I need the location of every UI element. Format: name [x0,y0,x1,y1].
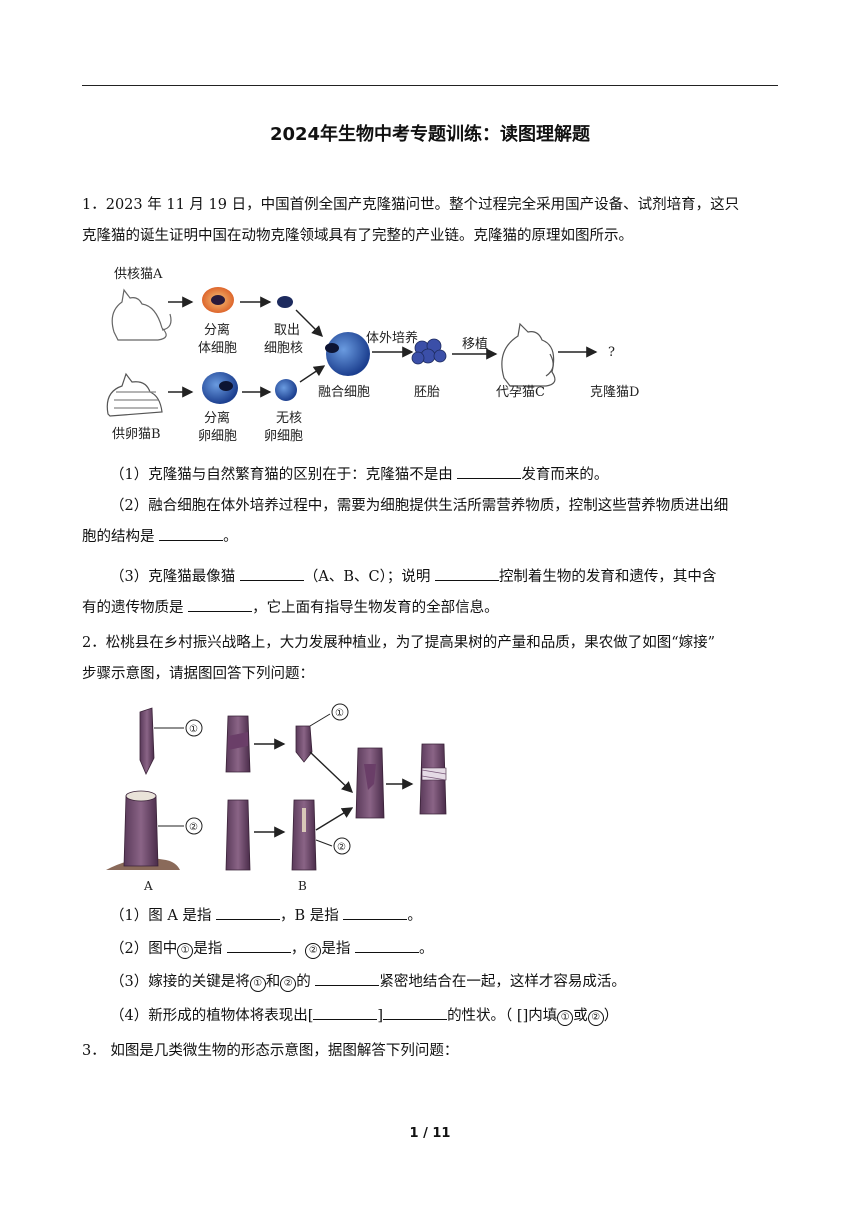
page-number: 1 / 11 [409,1126,451,1141]
answer-blank[interactable] [457,464,522,479]
label-graft-b: B [298,879,307,893]
label-sep-body-1: 分离 [204,322,230,338]
q2-stem-line1: 2．松桃县在乡村振兴战略上，大力发展种植业，为了提高果树的产量和品质，果农做了如… [82,635,716,651]
q1-sub2-line1: （2）融合细胞在体外培养过程中，需要为细胞提供生活所需营养物质，控制这些营养物质… [110,498,729,514]
grafting-diagram: ① ② A ① ② B [106,703,447,893]
svg-text:①: ① [335,708,344,719]
svg-text:①: ① [189,724,198,735]
label-sep-egg-1: 分离 [204,410,230,426]
answer-blank[interactable] [315,971,380,986]
label-sep-egg-2: 卵细胞 [198,429,237,444]
fused-cell-icon [326,332,370,376]
rootstock-icon [106,790,180,870]
q2-sub1: （1）图 A 是指 ，B 是指 。 [82,901,810,932]
answer-blank[interactable] [383,1005,448,1020]
answer-blank[interactable] [239,566,304,581]
label-take-nuc-1: 取出 [274,323,300,338]
donor-cat-a-icon [111,288,172,341]
label-transplant: 移植 [462,337,488,352]
label-culture: 体外培养 [366,330,418,346]
q1-sub1: （1）克隆猫与自然繁育猫的区别在于：克隆猫不是由 发育而来的。 [82,460,810,491]
answer-blank[interactable] [343,905,408,920]
label-question-mark: ? [608,345,615,360]
svg-text:②: ② [189,822,198,833]
label-fused: 融合细胞 [318,385,370,400]
answer-blank[interactable] [188,597,253,612]
answer-blank[interactable] [216,905,281,920]
label-donor-a: 供核猫A [114,267,163,282]
scion-icon [139,707,155,775]
label-take-nuc-2: 细胞核 [264,341,303,356]
q3-stem: 3． 如图是几类微生物的形态示意图，据图解答下列问题： [82,1043,459,1059]
q1-stem-line1: 1．2023 年 11 月 19 日，中国首例全国产克隆猫问世。整个过程完全采用… [82,197,740,213]
embryo-icon [411,338,447,365]
label-donor-b: 供卵猫B [112,427,161,442]
label-clone: 克隆猫D [590,385,639,400]
q1-sub3-line2: 有的遗传物质是 ，它上面有指导生物发育的全部信息。 [82,593,782,624]
q1-sub2-line2: 胞的结构是 。 [82,522,782,553]
donor-cat-b-icon [106,372,163,417]
label-embryo: 胚胎 [414,385,440,400]
answer-blank[interactable] [159,526,224,541]
label-no-nuc-1: 无核 [276,411,302,426]
answer-blank[interactable] [226,938,291,953]
nucleus-icon [277,296,293,308]
clone-cat-diagram: 供核猫A 分离 体细胞 取出 细胞核 供卵猫B 分离 卵细胞 无核 卵细胞 融合… [106,267,639,444]
label-sep-body-2: 体细胞 [198,341,237,356]
enucleated-egg-icon [275,379,297,401]
q1-stem-line2: 克隆猫的诞生证明中国在动物克隆领域具有了完整的产业链。克隆猫的原理如图所示。 [82,228,633,244]
answer-blank[interactable] [313,1005,378,1020]
label-surrogate: 代孕猫C [496,385,545,400]
header-rule [82,85,778,86]
page-title: 2024年生物中考专题训练：读图理解题 [269,124,591,145]
answer-blank[interactable] [354,938,419,953]
label-no-nuc-2: 卵细胞 [264,429,303,444]
q1-sub3-line1: （3）克隆猫最像猫 （A、B、C）；说明 控制着生物的发育和遗传，其中含 [82,562,810,593]
answer-blank[interactable] [434,566,499,581]
label-graft-a: A [143,879,153,893]
svg-text:②: ② [337,842,346,853]
surrogate-cat-icon [501,322,556,387]
q2-stem-line2: 步骤示意图，请据图回答下列问题： [82,666,314,682]
